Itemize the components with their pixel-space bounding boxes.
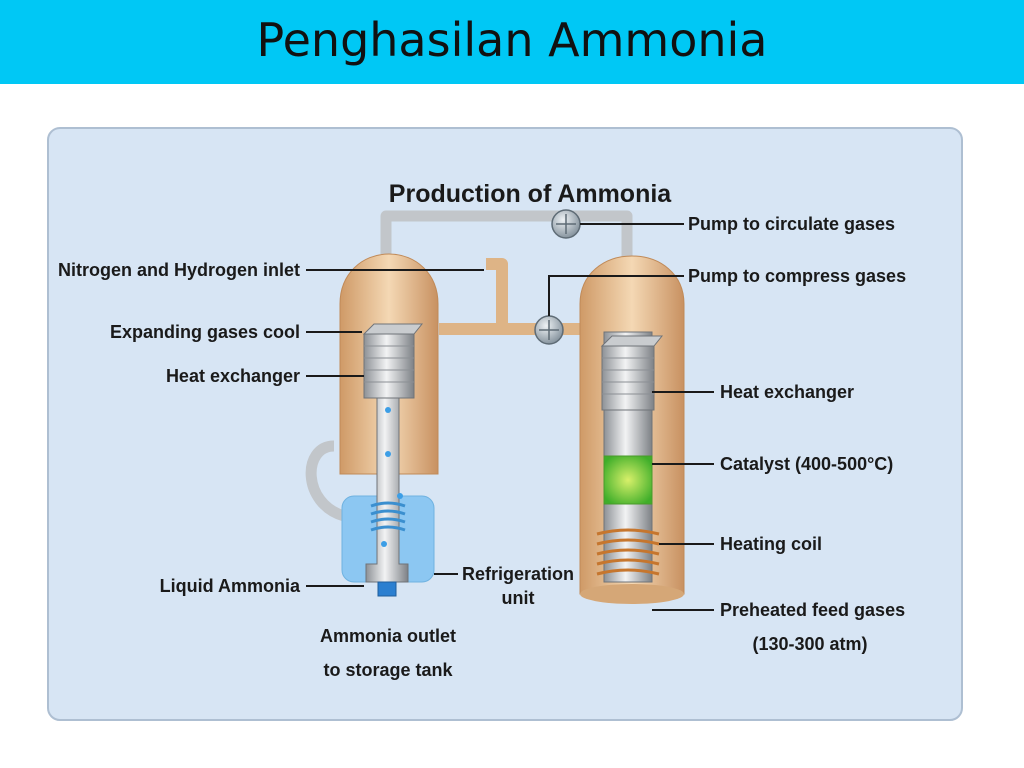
label-catalyst: Catalyst (400-500°C)	[720, 454, 893, 474]
left-coil	[370, 501, 406, 532]
label-storage-tank: to storage tank	[323, 660, 453, 680]
label-expanding-gases: Expanding gases cool	[110, 322, 300, 342]
left-heat-exchanger	[363, 333, 415, 399]
label-preheated-gases: Preheated feed gases	[720, 600, 905, 620]
diagram-heading: Production of Ammonia	[389, 180, 672, 208]
label-refrigeration: Refrigeration	[462, 564, 574, 584]
ammonia-outlet-nozzle	[377, 581, 397, 597]
pump-compress-icon	[534, 315, 564, 345]
ammonia-production-diagram: Production of Ammonia Pump to circulate …	[47, 127, 963, 721]
left-cooling-tube	[365, 397, 409, 583]
label-pump-compress: Pump to compress gases	[688, 266, 906, 286]
label-heating-coil: Heating coil	[720, 534, 822, 554]
label-refrigeration-unit: unit	[502, 588, 535, 608]
ammonia-droplets	[381, 407, 403, 547]
slide-title: Penghasilan Ammonia	[256, 13, 768, 67]
catalyst-bed	[603, 455, 653, 505]
diagram-panel	[47, 127, 963, 721]
label-pressure: (130-300 atm)	[752, 634, 867, 654]
pump-circulate-icon	[551, 209, 581, 239]
label-inlet: Nitrogen and Hydrogen inlet	[58, 260, 300, 280]
label-heat-exchanger-right: Heat exchanger	[720, 382, 854, 402]
right-heat-exchanger	[601, 345, 655, 411]
label-liquid-ammonia: Liquid Ammonia	[160, 576, 301, 596]
label-pump-circulate: Pump to circulate gases	[688, 214, 895, 234]
leader-lines	[306, 223, 714, 611]
heating-coil-graphic	[596, 528, 660, 576]
label-ammonia-outlet: Ammonia outlet	[320, 626, 456, 646]
title-bar	[0, 0, 1024, 84]
label-heat-exchanger-left: Heat exchanger	[166, 366, 300, 386]
